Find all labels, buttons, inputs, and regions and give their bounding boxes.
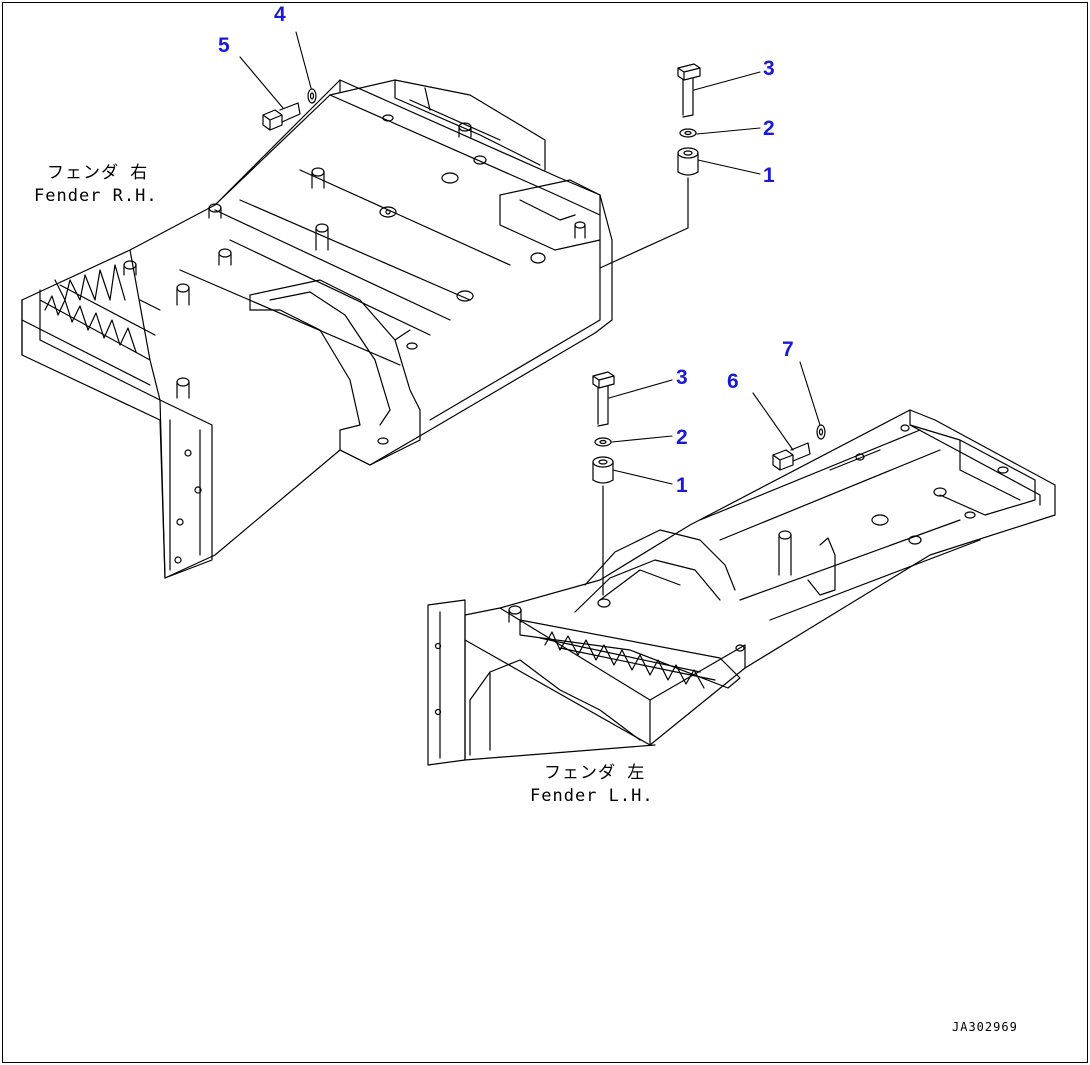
drawing-code: JA302969 — [952, 1020, 1018, 1034]
fender-rh-rear-box — [499, 179, 601, 251]
fender-lh-rear-box — [909, 424, 1036, 516]
fender-lh-deck — [464, 409, 1056, 746]
callout-rh-2: 2 — [763, 117, 775, 140]
rh-bolt-5 — [262, 102, 301, 131]
fender-lh-arch — [574, 529, 736, 613]
fender-lh-label-en: Fender L.H. — [530, 786, 654, 806]
fender-rh-label-en: Fender R.H. — [34, 186, 158, 206]
fender-rh-arch-inner — [269, 291, 411, 426]
fender-rh-bosses — [123, 114, 586, 564]
rh-fasteners — [262, 63, 701, 269]
callout-rh-4: 4 — [274, 3, 286, 26]
callout-rh-3: 3 — [763, 57, 775, 80]
leader-rh-5 — [239, 56, 284, 109]
fender-rh-step — [21, 249, 161, 401]
leader-rh-1 — [697, 159, 761, 175]
fender-lh-panel-lines — [699, 429, 981, 621]
leader-rh-4 — [295, 31, 312, 89]
leader-lh-6 — [752, 392, 794, 451]
rh-spacer-1 — [677, 147, 699, 176]
fender-rh-assembly — [21, 79, 613, 579]
callout-lh-6: 6 — [727, 370, 739, 393]
callout-lh-7: 7 — [782, 338, 794, 361]
callout-lh-1: 1 — [676, 474, 688, 497]
fender-lh-gusset — [469, 659, 641, 756]
fender-rh-top-rail — [329, 79, 546, 171]
fender-lh-step — [519, 619, 741, 689]
callout-leaders — [239, 31, 821, 485]
rh-washer-4 — [307, 88, 317, 104]
fender-rh-panel-lines — [139, 169, 511, 366]
fender-rh-step-teeth — [44, 295, 137, 353]
lh-bolt-6 — [772, 442, 811, 471]
leader-rh-2 — [696, 127, 761, 135]
fender-lh-deck-edge — [464, 409, 1041, 761]
leader-rh-3 — [693, 71, 761, 91]
leader-lh-3 — [608, 379, 673, 399]
rh-bolt-3 — [677, 63, 701, 118]
fender-lh-label-jp: フェンダ 左 — [544, 763, 646, 783]
lh-washer-7 — [816, 424, 826, 440]
callout-rh-5: 5 — [218, 34, 230, 57]
fender-lh-assembly — [427, 409, 1056, 766]
fender-rh-label-jp: フェンダ 右 — [47, 163, 149, 183]
fender-lh-bracket-plate — [427, 599, 466, 766]
rh-spacer-leader — [599, 177, 689, 269]
callout-lh-3: 3 — [676, 366, 688, 389]
fender-rh-bracket-plate — [159, 399, 213, 579]
lh-bolt-3 — [592, 371, 615, 427]
fender-lh-bosses — [434, 424, 1009, 716]
fender-rh-arch — [249, 279, 421, 466]
callout-lh-2: 2 — [676, 426, 688, 449]
callout-rh-1: 1 — [763, 164, 775, 187]
leader-lh-1 — [612, 469, 673, 485]
leader-lh-2 — [611, 435, 673, 443]
leader-lh-7 — [799, 361, 821, 426]
fender-rh-deck-edge — [214, 79, 601, 421]
fender-lh-step-teeth — [544, 631, 705, 689]
lh-spacer-1 — [592, 456, 614, 484]
rh-washer-2 — [679, 128, 697, 138]
lh-fasteners — [592, 371, 826, 596]
lh-washer-2 — [594, 437, 612, 447]
